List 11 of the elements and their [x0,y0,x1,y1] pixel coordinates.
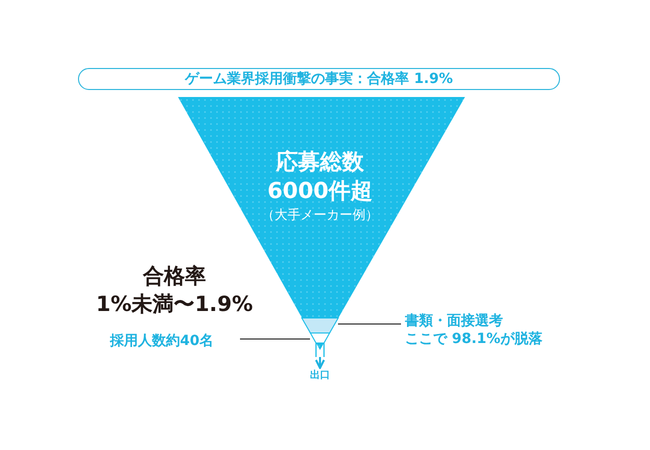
funnel-band [302,318,338,333]
callout-text: 書類・面接選考ここで 98.1%が脱落 [405,312,565,348]
title-banner: ゲーム業界採用衝撃の事実：合格率 1.9% [78,68,560,90]
callout-text: 採用人数約40名 [110,332,238,350]
funnel-heading: 応募総数6000件超 [266,148,374,206]
funnel-band [310,333,330,357]
exit-label: 出口 [305,369,335,383]
arrow [315,357,325,369]
funnel-note: （大手メーカー例） [260,207,380,224]
rate-label: 合格率1%未満〜1.9% [95,263,254,318]
leader-line [240,338,310,340]
